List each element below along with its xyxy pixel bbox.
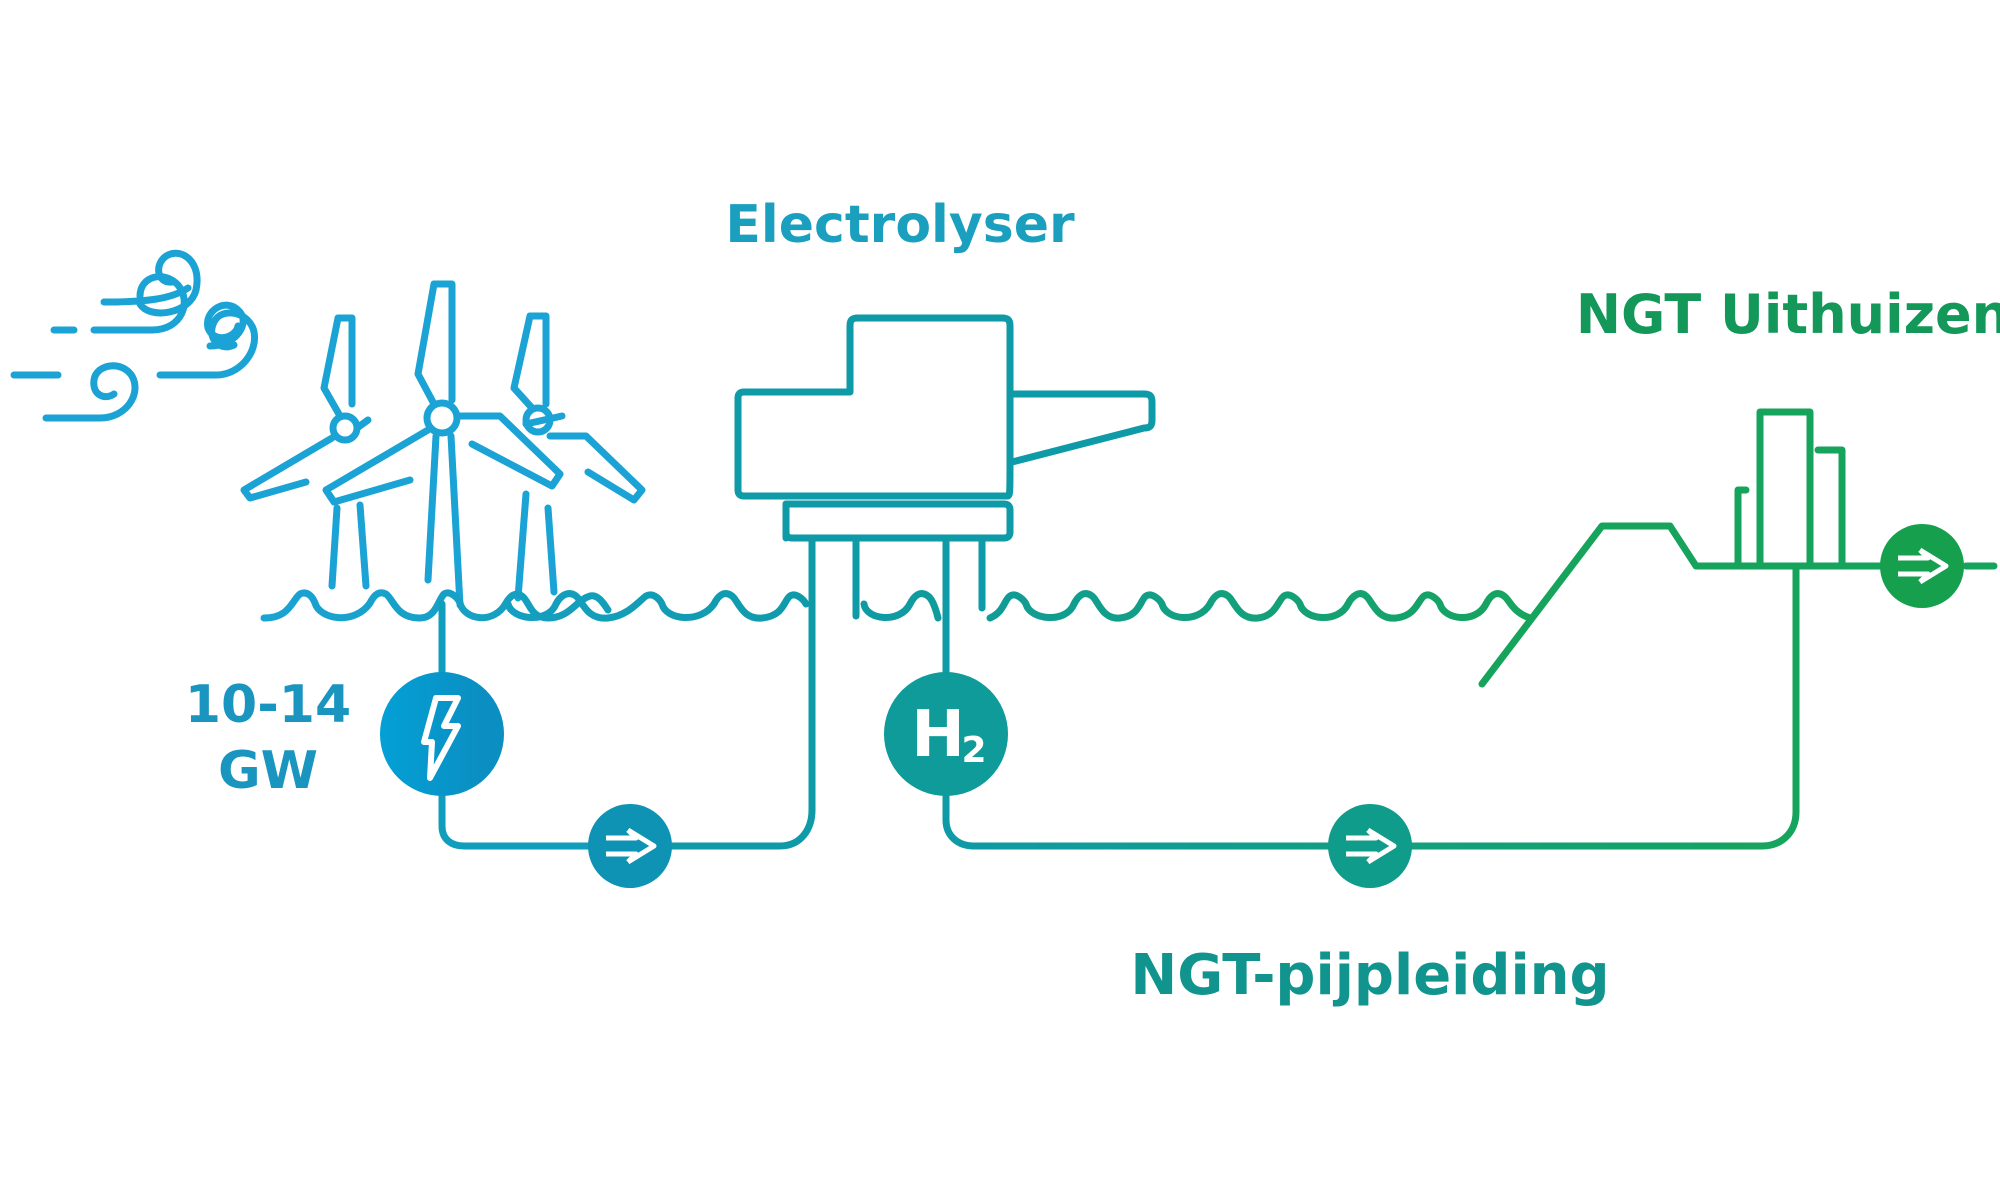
arrow-right-icon xyxy=(1898,547,1949,585)
sea-waves xyxy=(260,589,612,622)
turbine-right xyxy=(510,312,646,602)
electrolyser-label: Electrolyser xyxy=(725,195,1075,255)
flow-node-pipeline xyxy=(1328,804,1412,888)
lightning-icon xyxy=(421,695,461,781)
terminal-label: NGT Uithuizen xyxy=(1576,283,2000,346)
h2-subscript: 2 xyxy=(961,730,986,771)
sea-waves-right xyxy=(860,590,1534,622)
wind-icon xyxy=(10,249,259,422)
flow-node-terminal xyxy=(1880,524,1964,608)
factory-icon xyxy=(1478,408,1998,688)
arrow-right-icon xyxy=(606,827,657,865)
electrolyser-platform xyxy=(668,314,1156,850)
turbine-large-center xyxy=(322,280,564,609)
h2-icon: H xyxy=(911,698,965,772)
flow-node-power xyxy=(588,804,672,888)
power-node xyxy=(380,672,504,796)
power-cable xyxy=(438,600,592,850)
capacity-unit: GW xyxy=(218,741,318,801)
arrow-right-icon xyxy=(1346,827,1397,865)
pipeline-label: NGT-pijpleiding xyxy=(1130,943,1609,1008)
sea-waves-mid xyxy=(504,590,810,622)
wind-turbine-icon xyxy=(240,280,646,609)
turbine-small-left xyxy=(240,314,372,590)
h2-pipeline xyxy=(942,564,1800,850)
h2-node: H 2 xyxy=(884,672,1008,796)
capacity-value: 10-14 xyxy=(185,675,351,735)
